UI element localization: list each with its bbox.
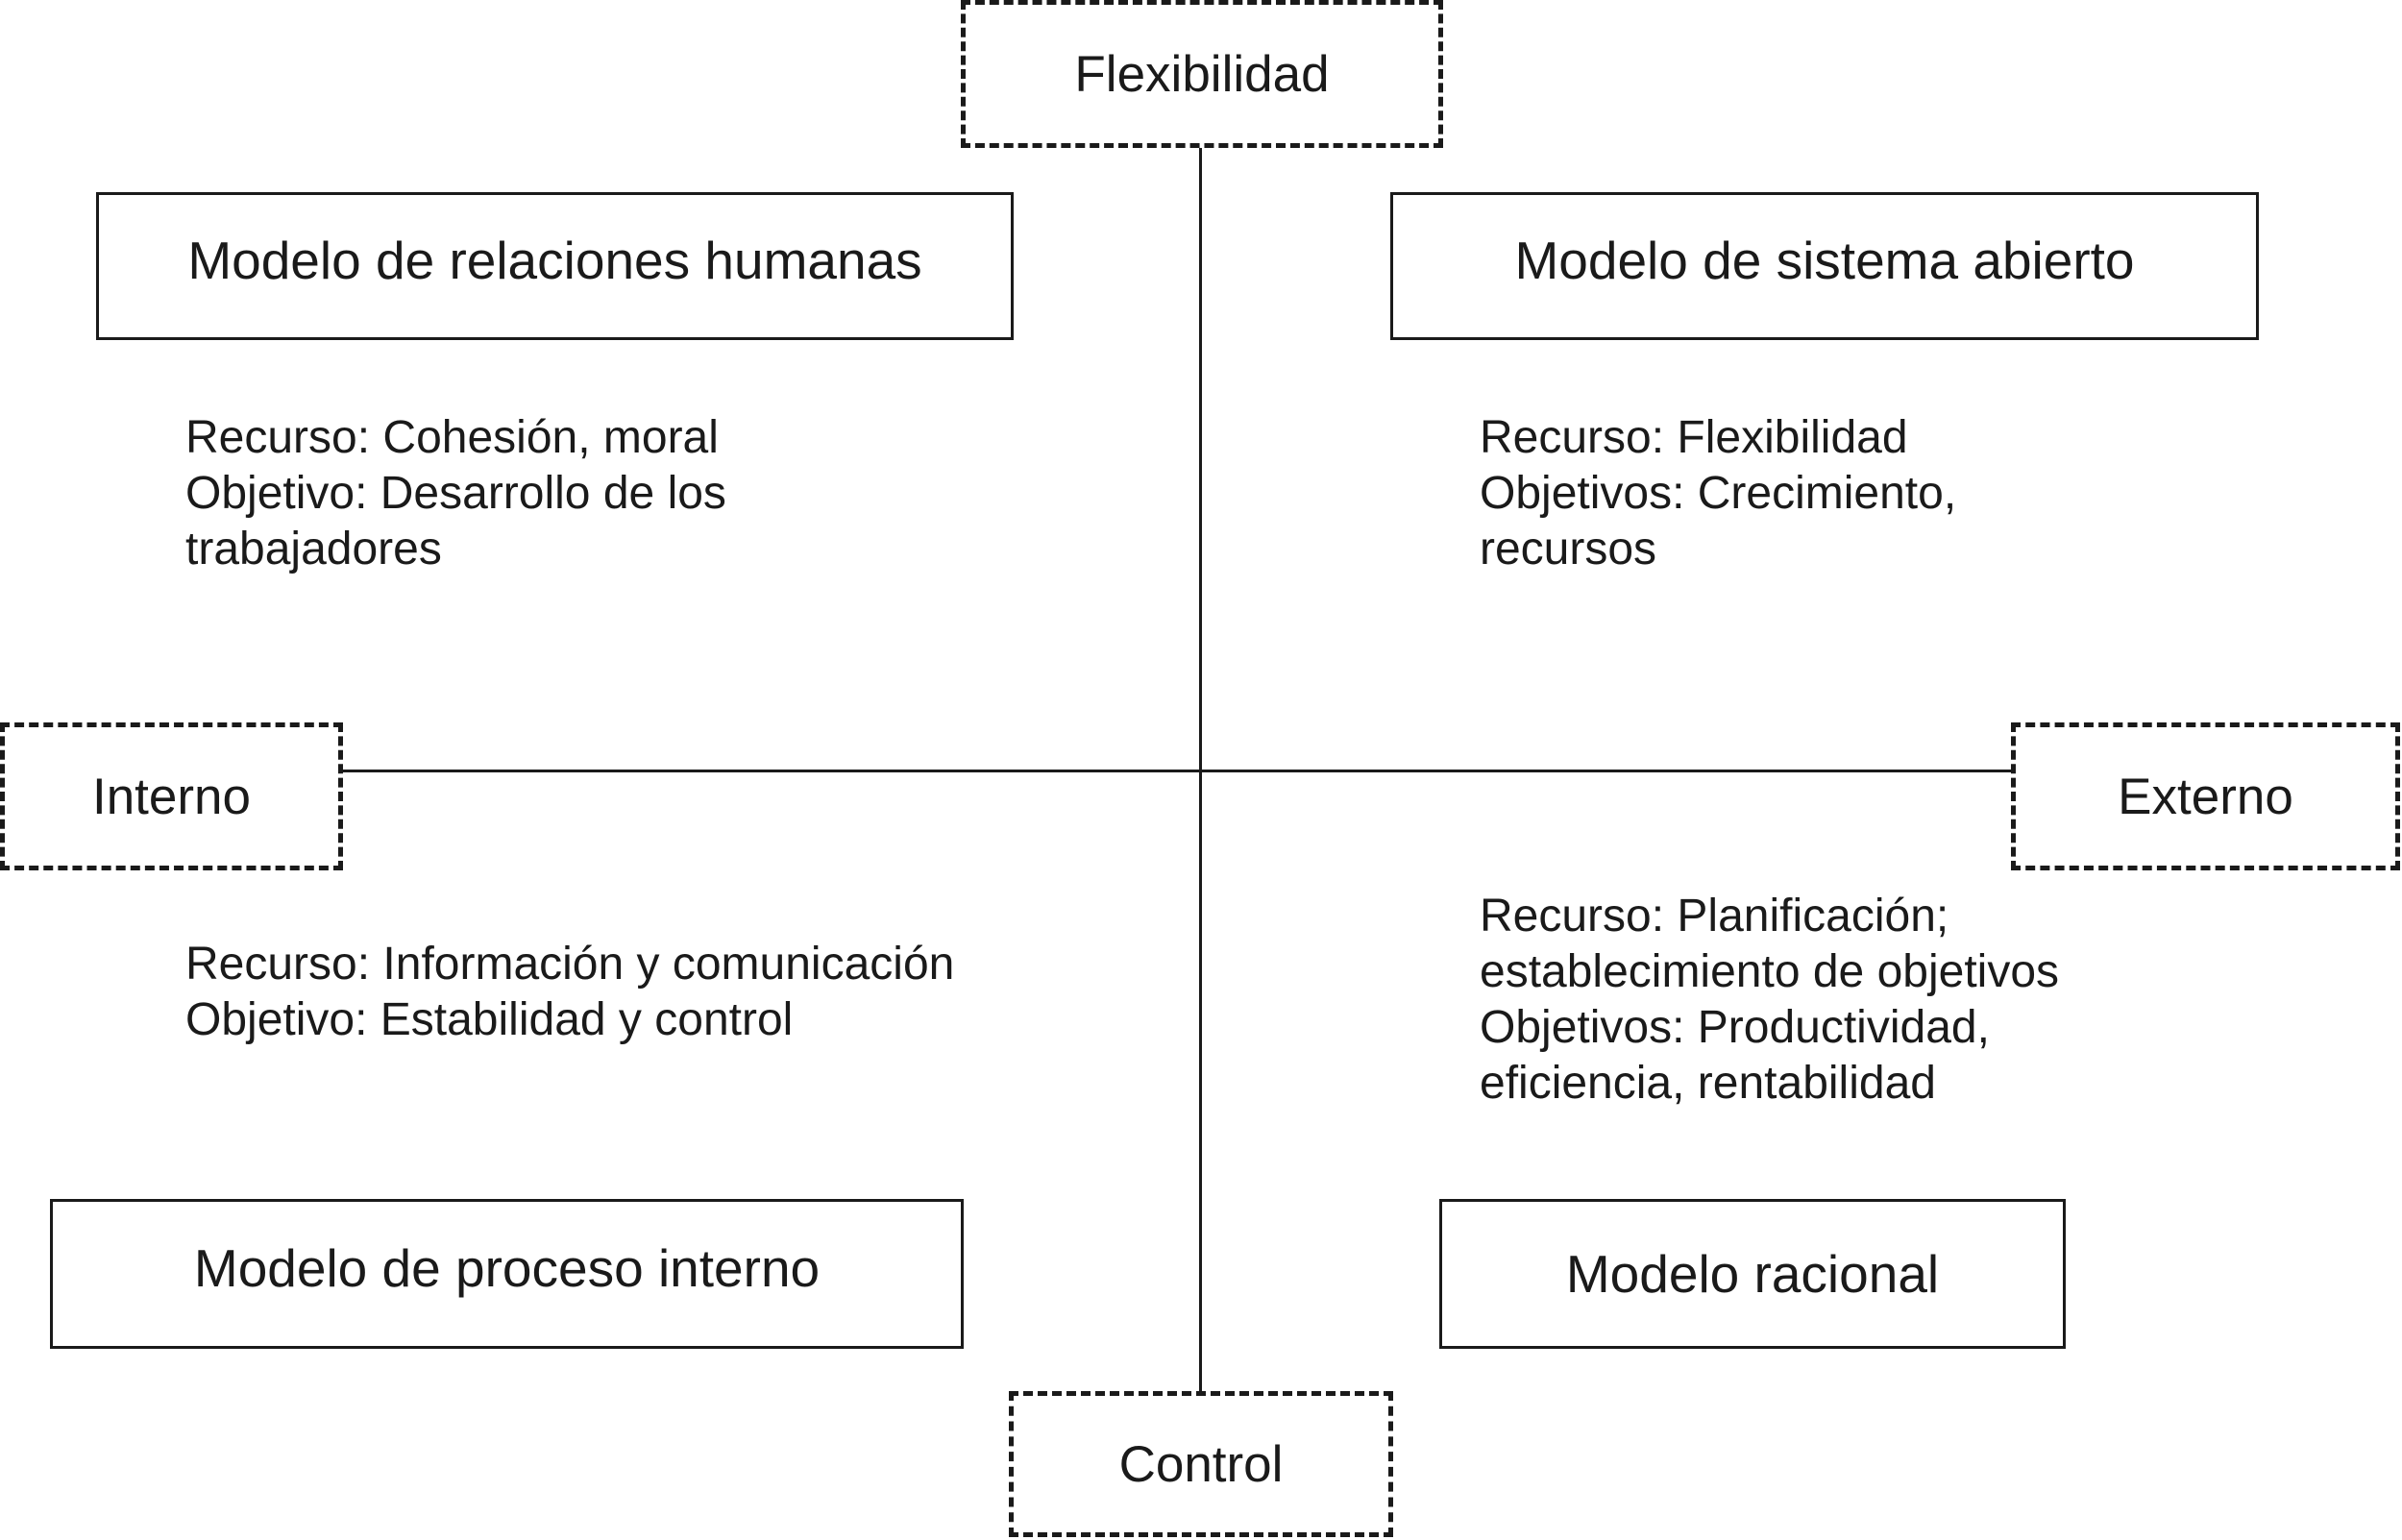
pole-flexibilidad: Flexibilidad — [961, 0, 1443, 148]
quadrant-text-line: Recurso: Cohesión, moral — [185, 412, 719, 463]
quadrant-text-racional: Recurso: Planificación; establecimiento … — [1480, 889, 2059, 1112]
quadrant-text-line: recursos — [1480, 524, 1657, 574]
model-title-sistema-abierto: Modelo de sistema abierto — [1514, 231, 2135, 290]
quadrant-text-line: Recurso: Información y comunicación — [185, 939, 955, 990]
pole-control-label: Control — [1118, 1435, 1284, 1493]
pole-externo: Externo — [2011, 722, 2400, 870]
pole-interno: Interno — [0, 722, 343, 870]
pole-externo-label: Externo — [2118, 768, 2293, 825]
model-title-racional: Modelo racional — [1565, 1244, 1940, 1304]
quadrant-text-proceso-interno: Recurso: Información y comunicación Obje… — [185, 937, 954, 1048]
quadrant-text-line: Objetivo: Estabilidad y control — [185, 994, 794, 1045]
pole-control: Control — [1009, 1391, 1393, 1537]
model-box-sistema-abierto: Modelo de sistema abierto — [1390, 192, 2259, 340]
model-box-racional: Modelo racional — [1439, 1199, 2066, 1349]
model-title-proceso-interno: Modelo de proceso interno — [193, 1238, 821, 1298]
quadrant-text-line: trabajadores — [185, 524, 442, 574]
quadrant-text-sistema-abierto: Recurso: Flexibilidad Objetivos: Crecimi… — [1480, 410, 1956, 577]
quadrant-text-line: establecimiento de objetivos — [1480, 946, 2060, 997]
model-title-relaciones-humanas: Modelo de relaciones humanas — [187, 231, 922, 290]
pole-flexibilidad-label: Flexibilidad — [1074, 45, 1330, 103]
quadrant-text-line: Objetivo: Desarrollo de los — [185, 468, 726, 519]
quadrant-text-line: Objetivos: Productividad, — [1480, 1002, 1990, 1053]
horizontal-axis-line — [339, 770, 2013, 772]
quadrant-text-line: eficiencia, rentabilidad — [1480, 1058, 1936, 1109]
model-box-proceso-interno: Modelo de proceso interno — [50, 1199, 964, 1349]
quadrant-text-line: Recurso: Planificación; — [1480, 891, 1949, 941]
quadrant-text-line: Recurso: Flexibilidad — [1480, 412, 1908, 463]
model-box-relaciones-humanas: Modelo de relaciones humanas — [96, 192, 1014, 340]
pole-interno-label: Interno — [91, 768, 251, 825]
quadrant-text-relaciones-humanas: Recurso: Cohesión, moral Objetivo: Desar… — [185, 410, 726, 577]
quadrant-text-line: Objetivos: Crecimiento, — [1480, 468, 1957, 519]
